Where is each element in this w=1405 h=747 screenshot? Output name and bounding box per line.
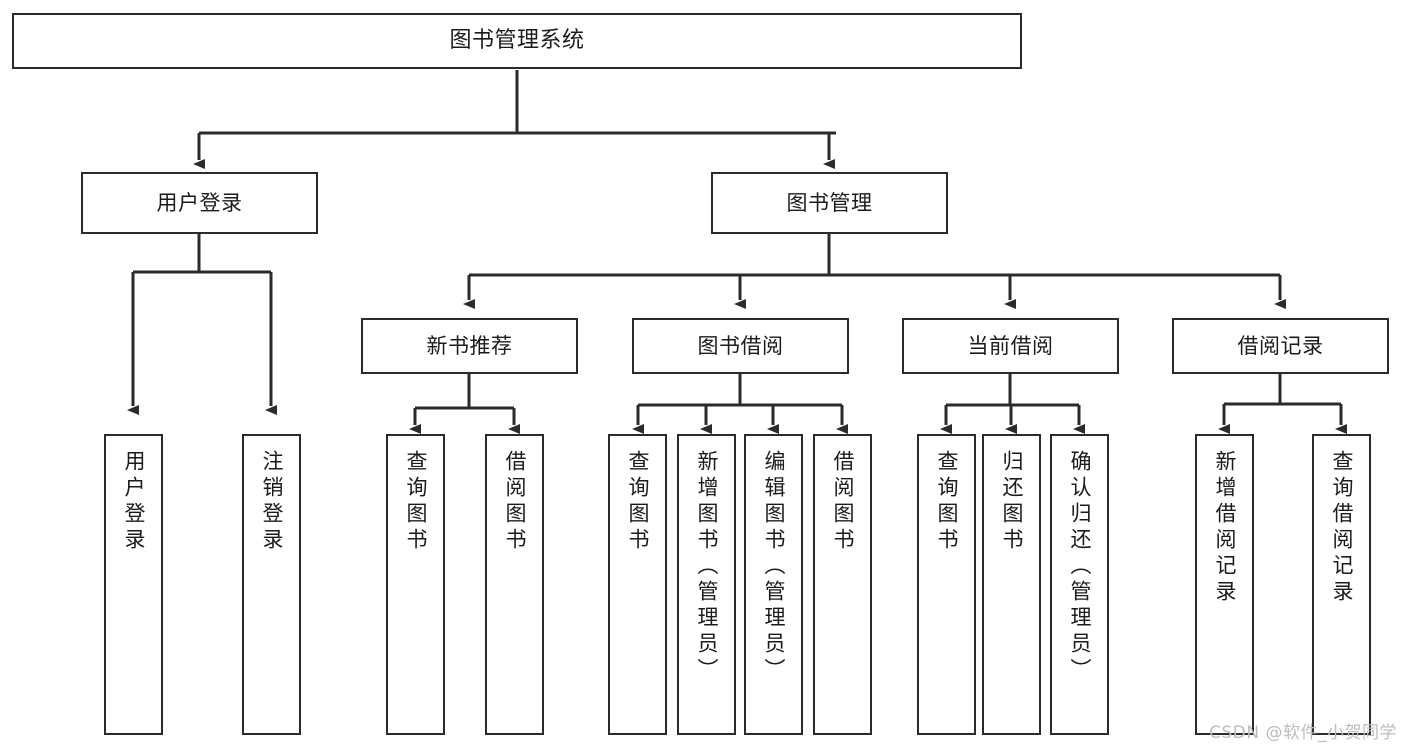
- node-borrow-record[interactable]: 借阅记录: [1172, 318, 1389, 374]
- node-leaf-logout-label: 注销登录: [260, 450, 284, 554]
- node-new-book-rec-label: 新书推荐: [426, 333, 513, 358]
- node-leaf-user-login[interactable]: 用户登录: [104, 434, 163, 735]
- node-leaf-query-record-label: 查询借阅记录: [1330, 450, 1354, 606]
- node-book-borrow[interactable]: 图书借阅: [632, 318, 849, 374]
- node-book-manage[interactable]: 图书管理: [711, 172, 948, 234]
- node-root-label: 图书管理系统: [449, 28, 585, 54]
- node-leaf-return-book-label: 归还图书: [1000, 450, 1024, 554]
- node-leaf-confirm-return[interactable]: 确认归还（管理员）: [1050, 434, 1109, 735]
- node-leaf-edit-book-label: 编辑图书（管理员）: [762, 450, 786, 684]
- node-user-login[interactable]: 用户登录: [81, 172, 318, 234]
- node-leaf-query-book-borrow[interactable]: 查询图书: [608, 434, 667, 735]
- node-book-manage-label: 图书管理: [786, 190, 873, 215]
- node-leaf-confirm-return-label: 确认归还（管理员）: [1068, 450, 1092, 684]
- node-root[interactable]: 图书管理系统: [12, 13, 1022, 69]
- node-leaf-user-login-label: 用户登录: [122, 450, 146, 554]
- node-leaf-add-record[interactable]: 新增借阅记录: [1195, 434, 1254, 735]
- node-leaf-query-book-rec-label: 查询图书: [404, 450, 428, 554]
- node-leaf-query-record[interactable]: 查询借阅记录: [1312, 434, 1371, 735]
- node-leaf-query-book-cur-label: 查询图书: [935, 450, 959, 554]
- node-current-borrow-label: 当前借阅: [967, 333, 1054, 358]
- node-user-login-label: 用户登录: [156, 190, 243, 215]
- node-leaf-logout[interactable]: 注销登录: [242, 434, 301, 735]
- node-leaf-query-book-borrow-label: 查询图书: [626, 450, 650, 554]
- node-leaf-edit-book[interactable]: 编辑图书（管理员）: [744, 434, 803, 735]
- node-book-borrow-label: 图书借阅: [697, 333, 784, 358]
- node-leaf-query-book-rec[interactable]: 查询图书: [386, 434, 445, 735]
- node-current-borrow[interactable]: 当前借阅: [902, 318, 1119, 374]
- node-leaf-borrow-book-label: 借阅图书: [831, 450, 855, 554]
- node-leaf-add-record-label: 新增借阅记录: [1213, 450, 1237, 606]
- node-borrow-record-label: 借阅记录: [1237, 333, 1324, 358]
- node-new-book-rec[interactable]: 新书推荐: [361, 318, 578, 374]
- node-leaf-query-book-cur[interactable]: 查询图书: [917, 434, 976, 735]
- node-leaf-borrow-book-rec-label: 借阅图书: [503, 450, 527, 554]
- node-leaf-add-book[interactable]: 新增图书（管理员）: [677, 434, 736, 735]
- node-leaf-add-book-label: 新增图书（管理员）: [695, 450, 719, 684]
- node-leaf-borrow-book-rec[interactable]: 借阅图书: [485, 434, 544, 735]
- node-leaf-borrow-book[interactable]: 借阅图书: [813, 434, 872, 735]
- node-leaf-return-book[interactable]: 归还图书: [982, 434, 1041, 735]
